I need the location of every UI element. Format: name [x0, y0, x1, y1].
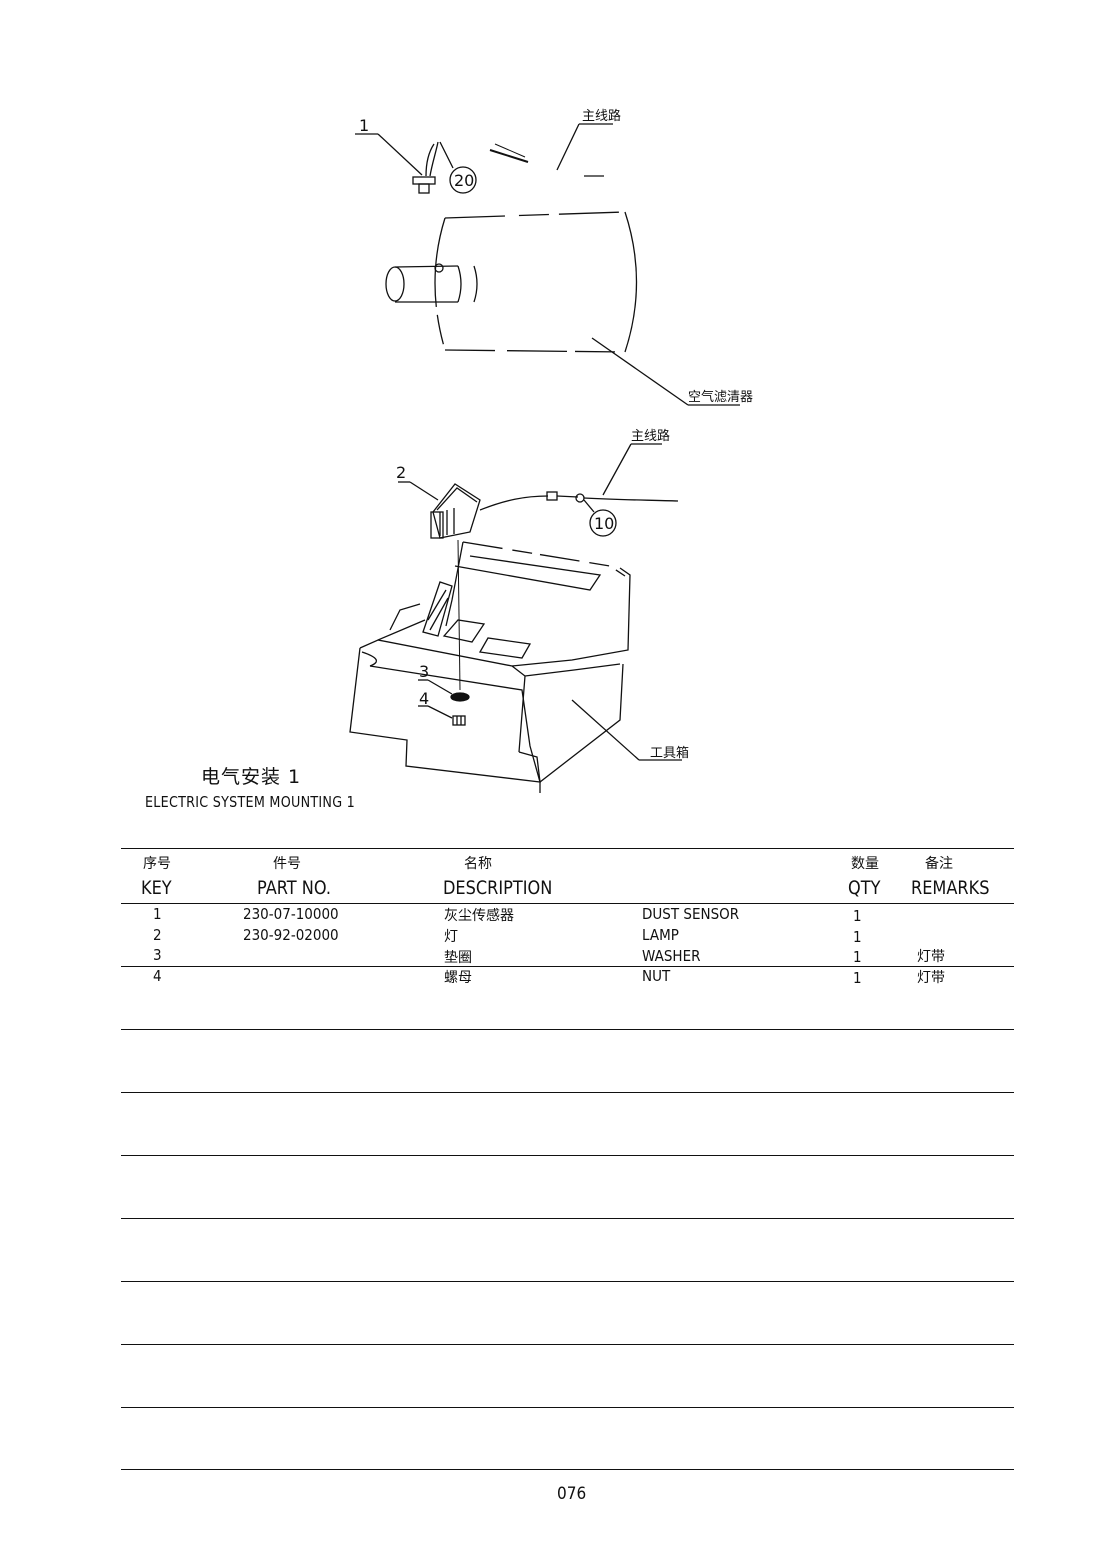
row-key: 2: [153, 926, 162, 944]
callout-2: 2: [396, 463, 406, 482]
row-desc-cn: 灯: [444, 929, 458, 945]
ring-number-20: 20: [454, 171, 474, 190]
header-remarks-cn: 备注: [925, 856, 953, 872]
row-qty: 1: [853, 907, 862, 925]
row-key: 1: [153, 905, 162, 923]
row-desc-en: WASHER: [642, 947, 701, 965]
row-part-no: 230-07-10000: [243, 905, 339, 923]
header-part-no-en: PART NO.: [257, 877, 332, 899]
row-key: 3: [153, 946, 162, 964]
row-remarks: 灯带: [917, 970, 945, 986]
label-main-circuit-top: 主线路: [582, 108, 621, 124]
dust-sensor-drawing: [355, 123, 613, 194]
row-rule: [121, 1344, 1014, 1345]
header-rule: [121, 903, 1014, 904]
row-desc-en: NUT: [642, 967, 671, 985]
table-top-rule: [121, 848, 1014, 849]
row-rule: [121, 1407, 1014, 1408]
callout-4: 4: [419, 689, 429, 708]
header-description-en: DESCRIPTION: [443, 877, 553, 899]
row-part-no: 230-92-02000: [243, 926, 339, 944]
section-title-en: ELECTRIC SYSTEM MOUNTING 1: [145, 793, 356, 811]
row-qty: 1: [853, 948, 862, 966]
header-remarks-en: REMARKS: [911, 877, 990, 899]
header-key-en: KEY: [141, 877, 172, 899]
row-rule: [121, 1092, 1014, 1093]
label-tool-box: 工具箱: [650, 745, 689, 761]
row-key: 4: [153, 967, 162, 985]
header-key-cn: 序号: [143, 856, 171, 872]
row-desc-cn: 灰尘传感器: [444, 908, 514, 924]
row-desc-en: DUST SENSOR: [642, 905, 740, 923]
row-rule: [121, 1155, 1014, 1156]
header-qty-cn: 数量: [851, 856, 879, 872]
callout-3: 3: [419, 662, 429, 681]
row-rule: [121, 966, 1014, 967]
row-qty: 1: [853, 928, 862, 946]
row-desc-cn: 垫圈: [444, 950, 472, 966]
page-number: 076: [557, 1484, 587, 1504]
row-rule: [121, 1281, 1014, 1282]
header-description-cn: 名称: [464, 856, 492, 872]
header-qty-en: QTY: [848, 877, 881, 899]
ring-number-10: 10: [594, 514, 614, 533]
row-rule: [121, 1218, 1014, 1219]
section-title-cn: 电气安装 1: [201, 766, 302, 788]
row-rule: [121, 1029, 1014, 1030]
label-main-circuit-mid: 主线路: [631, 428, 670, 444]
row-desc-cn: 螺母: [444, 970, 472, 986]
washer-nut-drawing: [418, 679, 470, 726]
row-remarks: 灯带: [917, 949, 945, 965]
row-qty: 1: [853, 969, 862, 987]
callout-1: 1: [359, 116, 369, 135]
table-bottom-rule: [121, 1469, 1014, 1470]
tool-box-drawing: [349, 541, 682, 793]
row-desc-en: LAMP: [642, 926, 679, 944]
lamp-drawing: [398, 443, 679, 691]
label-air-filter: 空气滤清器: [688, 389, 753, 405]
parts-diagram: 1 20 主线路 空气滤清器 主线路 2 10 3 4 工具箱: [349, 108, 753, 793]
header-part-no-cn: 件号: [273, 856, 301, 872]
air-filter-drawing: [385, 211, 740, 406]
